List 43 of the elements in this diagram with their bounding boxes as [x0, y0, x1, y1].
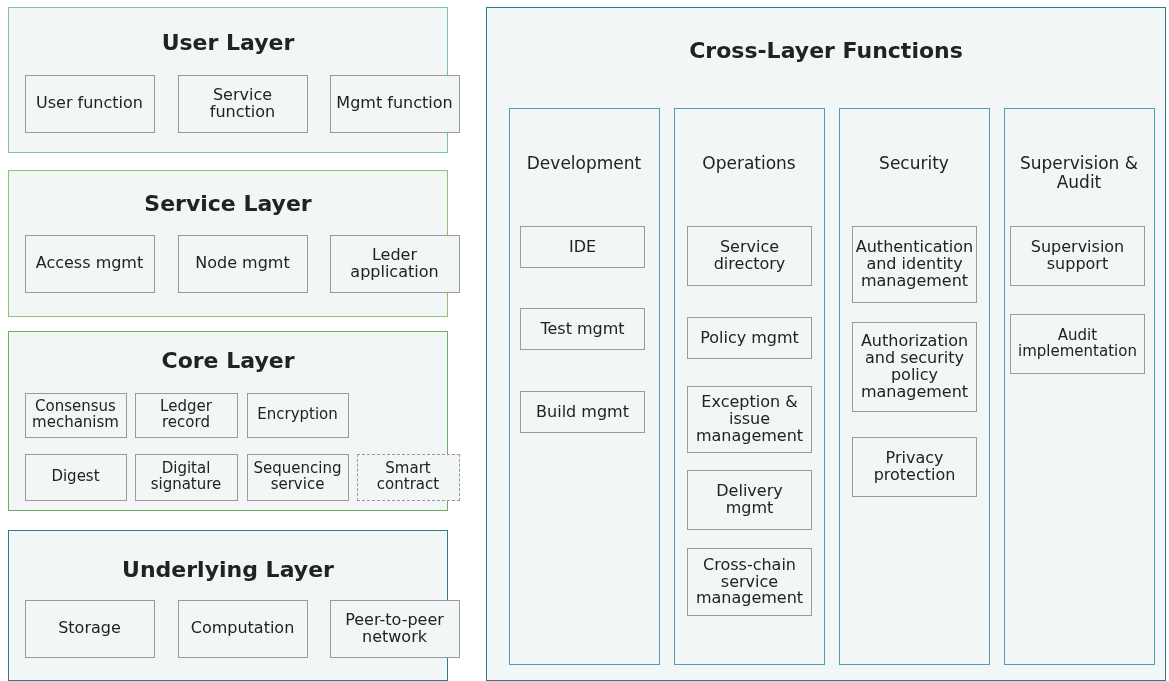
layer-title: Underlying Layer — [122, 557, 334, 582]
function-box: Smart contract — [356, 453, 460, 501]
function-box: User function — [24, 74, 155, 133]
function-box: Cross-chain service management — [687, 548, 812, 616]
panel-title: Cross-Layer Functions — [689, 38, 963, 63]
function-box: Authorization and security policy management — [852, 322, 977, 412]
column-panel — [838, 107, 990, 665]
function-box: Test mgmt — [520, 308, 645, 350]
function-box: Policy mgmt — [687, 317, 812, 359]
function-box: Peer-to-peer network — [329, 599, 460, 658]
function-box: Consensus mechanism — [24, 392, 127, 438]
function-box: Node mgmt — [177, 234, 308, 293]
function-box: Delivery mgmt — [687, 470, 812, 530]
function-box: IDE — [520, 226, 645, 268]
column-panel — [1003, 107, 1155, 665]
function-box: Digital signature — [134, 453, 238, 501]
column-title: Development — [526, 153, 642, 174]
cross-layer-panel — [486, 7, 1166, 681]
function-box: Mgmt function — [329, 74, 460, 133]
column-title: Operations — [702, 153, 796, 174]
layer-title: Service Layer — [144, 191, 312, 216]
function-box: Ledger record — [134, 392, 238, 438]
function-box: Exception & issue management — [687, 386, 812, 453]
function-box: Privacy protection — [852, 437, 977, 497]
layer-title: Core Layer — [161, 348, 295, 373]
function-box: Build mgmt — [520, 391, 645, 433]
function-box: Access mgmt — [24, 234, 155, 293]
function-box: Service directory — [687, 226, 812, 286]
layer-title: User Layer — [161, 30, 295, 55]
function-box: Supervision support — [1010, 226, 1145, 286]
function-box: Encryption — [246, 392, 349, 438]
function-box: Digest — [24, 453, 127, 501]
column-panel — [508, 107, 660, 665]
function-box: Authentication and identity management — [852, 226, 977, 303]
function-box: Sequencing service — [246, 453, 349, 501]
column-title: Security — [879, 153, 949, 174]
function-box: Computation — [177, 599, 308, 658]
function-box: Audit implementation — [1010, 314, 1145, 374]
function-box: Leder application — [329, 234, 460, 293]
column-title: Supervision & Audit — [1019, 153, 1139, 193]
function-box: Storage — [24, 599, 155, 658]
column-panel — [673, 107, 825, 665]
function-box: Service function — [177, 74, 308, 133]
